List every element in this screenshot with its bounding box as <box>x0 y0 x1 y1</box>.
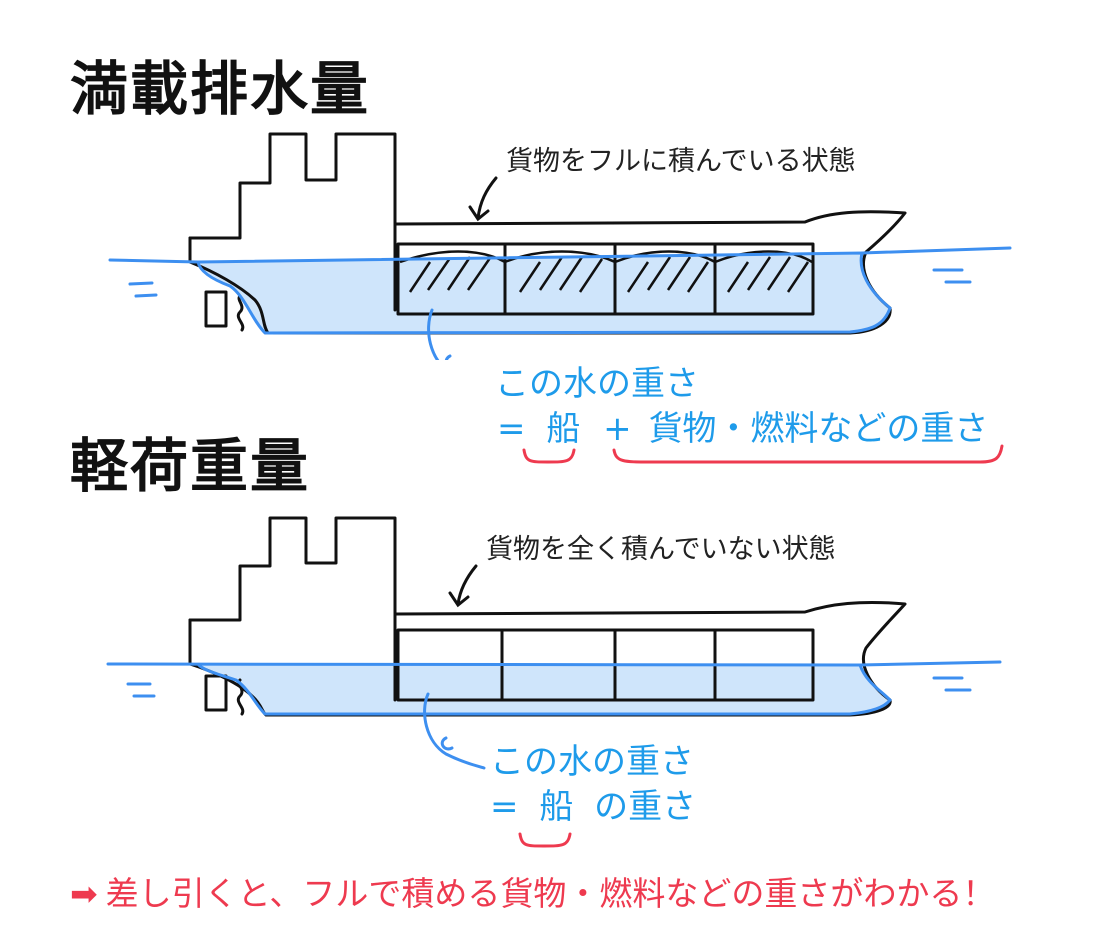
full-formula-line2: = 船 + 貨物・燃料などの重さ <box>497 412 988 446</box>
full-load-title: 満載排水量 <box>70 55 371 123</box>
light-load-title: 軽荷重量 <box>70 432 311 500</box>
full-formula-cargo: 貨物・燃料などの重さ <box>648 409 989 449</box>
light-formula-ship: 船 <box>539 787 574 827</box>
note-pointer-arrow <box>468 176 498 222</box>
light-formula-line2: = 船 の重さ <box>490 790 696 824</box>
ship-bracket <box>518 832 572 848</box>
waterline-inner <box>197 251 892 335</box>
right-arrow-icon: ➡ <box>70 874 98 913</box>
light-formula-rest: の重さ <box>594 787 697 827</box>
light-load-note: 貨物を全く積んでいない状態 <box>486 534 836 565</box>
wave-marks <box>128 268 972 298</box>
light-formula-line1: この水の重さ <box>490 742 694 782</box>
full-load-note: 貨物をフルに積んでいる状態 <box>506 146 856 177</box>
full-formula-ship: 船 <box>546 409 581 449</box>
note-pointer-arrow <box>448 564 478 608</box>
full-load-ship-illustration <box>108 132 1012 360</box>
light-formula-eq: = <box>490 787 519 827</box>
full-formula-plus: + <box>603 409 632 449</box>
full-formula-eq: = <box>497 409 526 449</box>
water-pointer <box>427 308 452 360</box>
conclusion-message: 差し引くと、フルで積める貨物・燃料などの重さがわかる！ <box>105 874 996 913</box>
cargo-hatching <box>399 250 813 293</box>
waterline <box>106 660 1002 667</box>
full-formula-line1: この水の重さ <box>495 364 699 404</box>
water-pointer <box>423 692 486 770</box>
full-formula-brackets <box>522 444 1004 464</box>
wave-marks <box>126 676 972 698</box>
waterline <box>108 246 1012 335</box>
conclusion-text: ➡差し引くと、フルで積める貨物・燃料などの重さがわかる！ <box>70 877 995 910</box>
